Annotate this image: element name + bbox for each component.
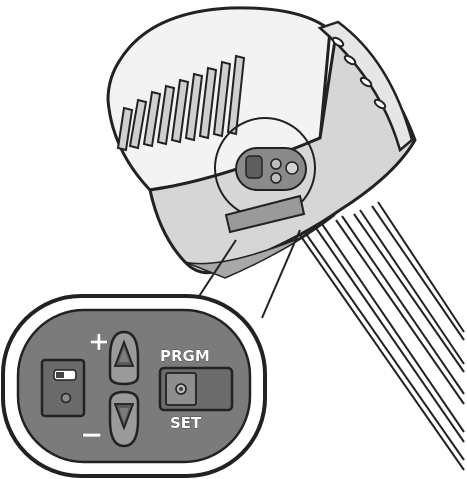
plus-icon: + [88,327,110,357]
light-switch[interactable] [42,360,84,416]
motor-unit [108,8,415,278]
led-icon [62,394,71,403]
down-button[interactable] [110,392,138,446]
control-panel-zoom: + − PRGM SET [3,296,265,476]
wires [300,202,464,470]
set-label: SET [170,414,202,432]
program-set-button[interactable] [160,368,232,410]
unit-control-cluster [236,148,306,190]
program-label: PRGM [160,347,210,365]
up-button[interactable] [110,332,138,384]
minus-icon: − [80,418,103,451]
